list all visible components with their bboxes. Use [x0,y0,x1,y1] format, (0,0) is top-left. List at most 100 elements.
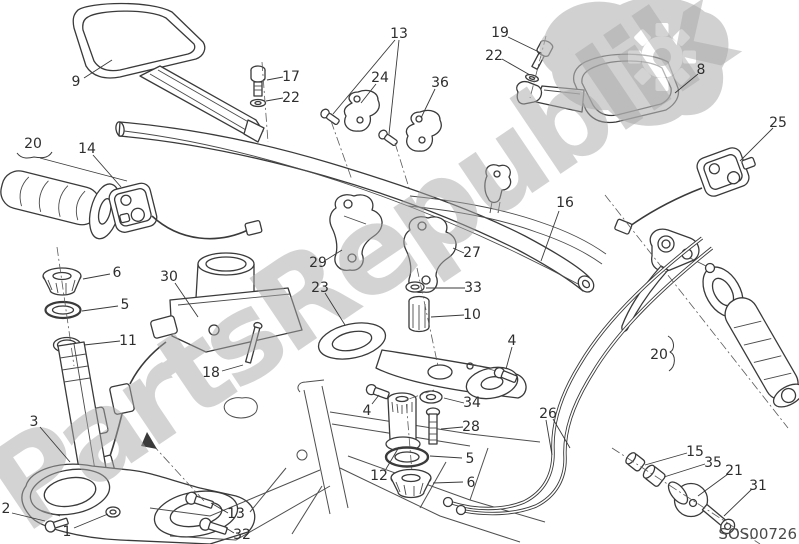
leader-line-12 [385,446,400,470]
leader-line-22 [501,58,531,76]
leader-line-34 [443,397,465,404]
brace-20-right [667,335,675,372]
part-callout-36: 36 [431,75,449,91]
leader-line-26 [552,418,571,449]
part-callout-6: 6 [467,475,476,491]
part-callout-1: 1 [63,524,72,540]
bolt-31 [701,503,736,535]
part-callout-35: 35 [704,455,722,471]
leader-line-25 [739,127,774,162]
part-callout-13: 13 [390,26,408,42]
part-callout-28: 28 [462,419,480,435]
bolt-32 [199,517,228,535]
leader-line-13 [388,39,400,135]
washer-22-left [249,98,267,108]
throttle-cables [407,195,607,265]
seal-5-left [44,300,82,320]
part-callout-34: 34 [463,395,481,411]
washer-33 [405,281,425,293]
assembly-arrow [141,432,157,449]
leader-line-3 [39,426,71,463]
mirror-bolt-17 [250,65,266,97]
leader-line-32 [225,527,235,534]
axis-lines [56,35,789,544]
part-callout-17: 17 [282,69,300,85]
leader-line-20 [39,157,128,182]
part-callout-26: 26 [539,406,557,422]
leader-line-30 [174,282,199,318]
leader-line-22 [265,97,284,102]
part-callout-8: 8 [697,62,706,78]
left-switchgear [108,182,158,233]
part-callout-3: 3 [30,414,39,430]
part-callout-25: 25 [769,115,787,131]
part-callout-5: 5 [466,451,475,467]
leader-line-28 [440,426,464,430]
part-callout-18: 18 [202,365,220,381]
bearing-6-left [42,267,82,296]
leader-line-17 [266,76,284,81]
ignition-wire [129,341,167,385]
clamp-screw-13b [378,129,398,147]
part-callout-15: 15 [686,444,704,460]
part-callout-30: 30 [160,269,178,285]
part-callout-5: 5 [121,297,130,313]
leader-line-16 [540,210,560,262]
spacer-35 [642,464,666,487]
part-callout-21: 21 [725,463,743,479]
part-callout-22: 22 [282,90,300,106]
diagram-code: SOS00726 [718,525,797,543]
part-callout-19: 19 [491,25,509,41]
leader-line-23 [324,292,346,326]
screw-18 [245,321,263,364]
part-callout-16: 16 [556,195,574,211]
part-callout-31: 31 [749,478,767,494]
part-callout-27: 27 [463,245,481,261]
leader-line-13 [332,39,396,115]
leader-line-9 [83,59,113,79]
leader-line-27 [452,247,465,254]
leader-line-11 [83,340,121,346]
part-callout-4: 4 [508,333,517,349]
part-callout-4: 4 [363,403,372,419]
part-callout-22: 22 [485,48,503,64]
leader-line-36 [420,88,436,119]
part-callout-32: 32 [233,527,251,543]
part-callout-24: 24 [371,70,389,86]
callout-labels: 1234455668910111213131415161718192020212… [2,25,787,543]
left-mirror [72,2,265,143]
riser-bracket-29 [329,194,383,271]
handlebar [115,121,595,293]
brake-lever-assembly [621,228,707,332]
leader-line-5 [429,455,463,459]
leader-line-35 [663,463,706,478]
leader-line-6 [82,273,111,280]
part-callout-33: 33 [464,280,482,296]
leader-line-21 [697,473,729,497]
leader-line-26 [545,419,553,456]
riser-bracket-27 [403,216,457,293]
bar-u-clamp [484,164,512,214]
bolt-4-right [493,367,518,383]
frame [149,379,546,543]
bar-clamp-36 [405,109,442,152]
ignition-switch [150,252,303,353]
right-switch-wire [629,187,703,227]
left-switch-wire [151,215,249,240]
seal-5-right [384,446,430,468]
part-callout-12: 12 [370,468,388,484]
right-switchgear [696,147,756,197]
leader-line-6 [432,481,464,484]
gear-badge [539,0,729,126]
top-yoke [317,322,527,400]
washer-34 [419,390,443,404]
leader-line-4 [505,346,513,370]
leader-line-24 [360,83,377,104]
leader-line-14 [92,154,122,188]
part-callout-2: 2 [2,501,11,517]
leader-line-19 [507,36,542,54]
leader-line-8 [674,73,699,94]
clamp-screw-13a [320,108,340,126]
